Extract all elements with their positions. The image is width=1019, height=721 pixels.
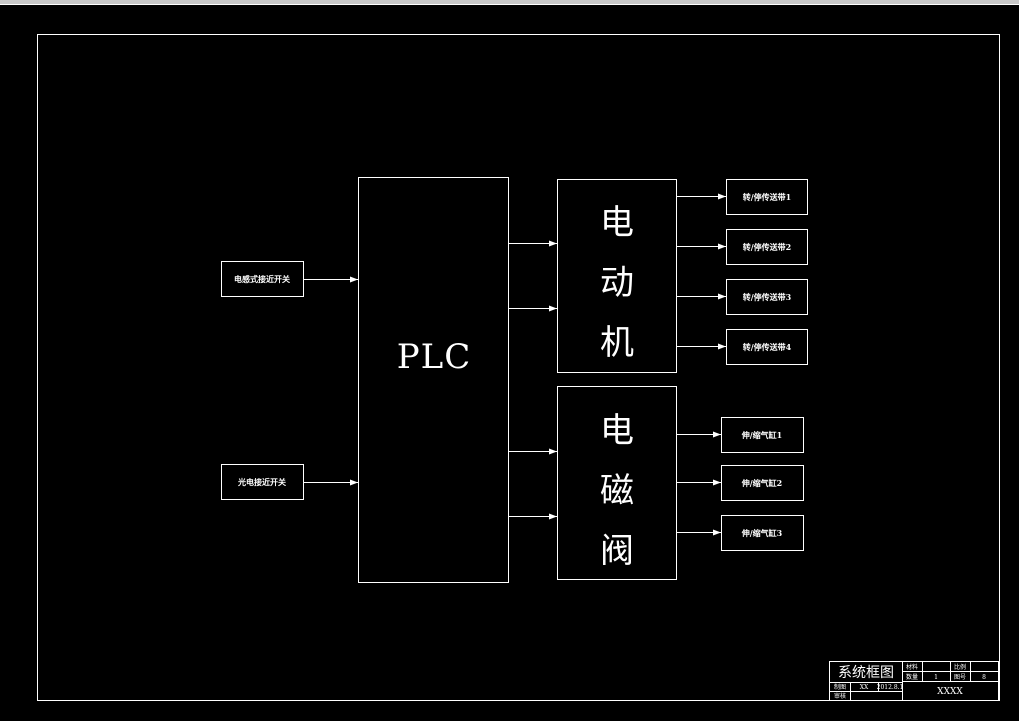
valve-label-char-3: 阀	[600, 531, 634, 571]
title-block-drawn-label: 制图	[834, 683, 846, 691]
valve-output-label-3: 伸/缩气缸3	[741, 528, 783, 538]
motor-label-char-2: 动	[600, 263, 634, 303]
motor-block	[557, 179, 677, 373]
motor-output-label-4: 转/停传送带4	[743, 342, 792, 352]
title-block-drawing-no-label: 图号	[954, 674, 966, 681]
title-block-checked-label: 审核	[834, 692, 846, 700]
title-block-date-value: 2012.8.1	[877, 684, 904, 691]
valve-output-box-3	[721, 515, 804, 551]
title-block-drawing-no-value: 8	[982, 674, 986, 681]
motor-output-box-1	[726, 179, 808, 215]
motor-output-box-4	[726, 329, 808, 365]
valve-output-label-2: 伸/缩气缸2	[741, 478, 783, 488]
title-block	[829, 661, 999, 701]
input-box-photoelectric	[221, 464, 304, 500]
motor-output-box-3	[726, 279, 808, 315]
motor-label-char-1: 电	[600, 203, 634, 243]
motor-output-label-2: 转/停传送带2	[743, 242, 792, 252]
window-top-edge	[0, 0, 1019, 4]
window-top-line	[0, 4, 1019, 5]
title-block-quantity-label: 数量	[906, 673, 918, 681]
valve-block	[557, 386, 677, 580]
valve-output-box-1	[721, 417, 804, 453]
drawing-border	[37, 34, 1000, 701]
title-block-drawn-value: XX	[860, 684, 869, 691]
input-label-inductive: 电感式接近开关	[234, 274, 290, 284]
title-block-company: XXXX	[937, 687, 963, 697]
title-block-quantity-value: 1	[934, 674, 938, 681]
input-label-photoelectric: 光电接近开关	[237, 477, 286, 487]
valve-label-char-2: 磁	[600, 471, 634, 511]
motor-output-label-3: 转/停传送带3	[743, 292, 792, 302]
title-block-title: 系统框图	[838, 665, 894, 681]
valve-label-char-1: 电	[600, 411, 634, 451]
input-box-inductive	[221, 261, 304, 297]
motor-label-char-3: 机	[600, 323, 634, 363]
valve-output-box-2	[721, 465, 804, 501]
valve-output-label-1: 伸/缩气缸1	[741, 430, 783, 440]
title-block-material-label: 材料	[906, 663, 918, 671]
plc-label: PLC	[397, 337, 471, 377]
title-block-scale-label: 比例	[954, 663, 966, 671]
motor-output-box-2	[726, 229, 808, 265]
motor-output-label-1: 转/停传送带1	[743, 192, 792, 202]
plc-block	[358, 177, 509, 583]
